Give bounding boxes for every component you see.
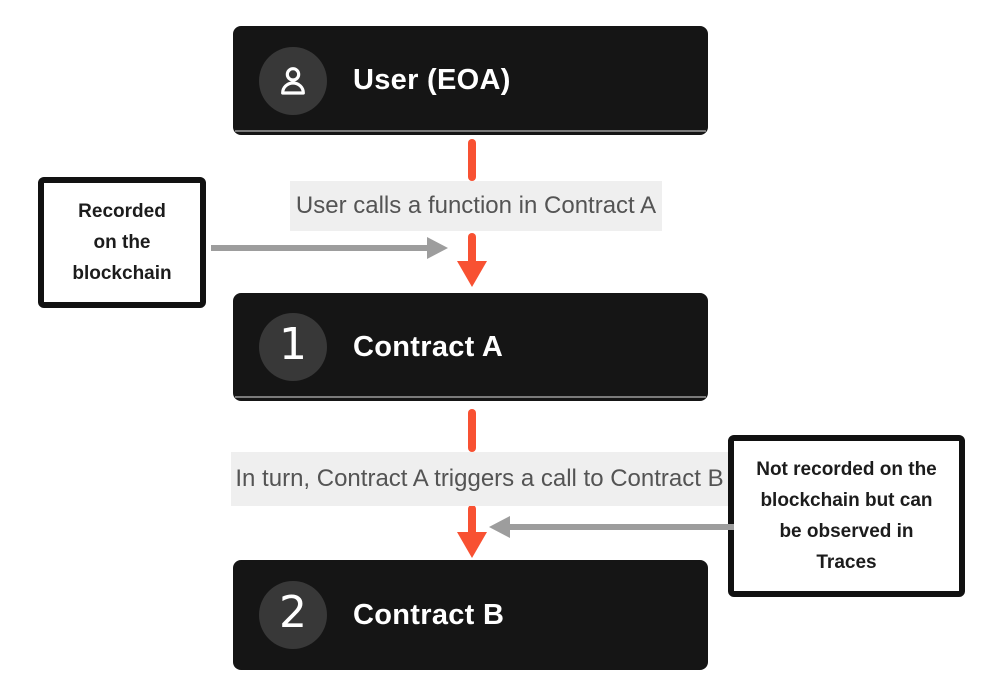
edge-label-text: In turn, Contract A triggers a call to C…: [235, 465, 724, 492]
flow-arrow-1-lower-segment: [468, 233, 476, 265]
node-user-label: User (EOA): [353, 64, 511, 96]
step-1-number: 1: [279, 319, 307, 370]
flow-arrow-2-upper-segment: [468, 409, 476, 452]
callout-not-recorded-traces: Not recorded on the blockchain but can b…: [728, 435, 965, 597]
flow-arrow-2-arrowhead-icon: [457, 532, 487, 558]
flow-arrow-1-arrowhead-icon: [457, 261, 487, 287]
node-user-eoa: User (EOA): [233, 26, 708, 135]
callout-left-arrow-line: [211, 245, 427, 251]
step-1-badge: 1: [259, 313, 327, 381]
node-contract-b: 2 Contract B: [233, 560, 708, 670]
flow-arrow-2-lower-segment: [468, 505, 476, 536]
step-2-badge: 2: [259, 581, 327, 649]
node-bottom-divider: [235, 396, 706, 398]
node-contract-a: 1 Contract A: [233, 293, 708, 401]
edge-label-contract-a-triggers: In turn, Contract A triggers a call to C…: [231, 452, 728, 506]
callout-recorded-on-blockchain: Recorded on the blockchain: [38, 177, 206, 308]
edge-label-text: User calls a function in Contract A: [295, 192, 657, 219]
node-bottom-divider: [235, 130, 706, 132]
edge-label-user-calls: User calls a function in Contract A: [290, 181, 662, 231]
user-icon: [273, 61, 313, 101]
callout-text: Not recorded on the blockchain but can b…: [756, 459, 937, 573]
callout-left-arrowhead-icon: [427, 237, 448, 259]
node-contract-a-label: Contract A: [353, 330, 504, 363]
callout-right-arrow-line: [510, 524, 734, 530]
step-2-number: 2: [279, 587, 307, 638]
flow-arrow-1-upper-segment: [468, 139, 476, 181]
callout-right-arrowhead-icon: [489, 516, 510, 538]
node-contract-b-label: Contract B: [353, 598, 505, 631]
user-avatar-badge: [259, 46, 327, 115]
callout-text: Recorded on the blockchain: [72, 201, 172, 284]
